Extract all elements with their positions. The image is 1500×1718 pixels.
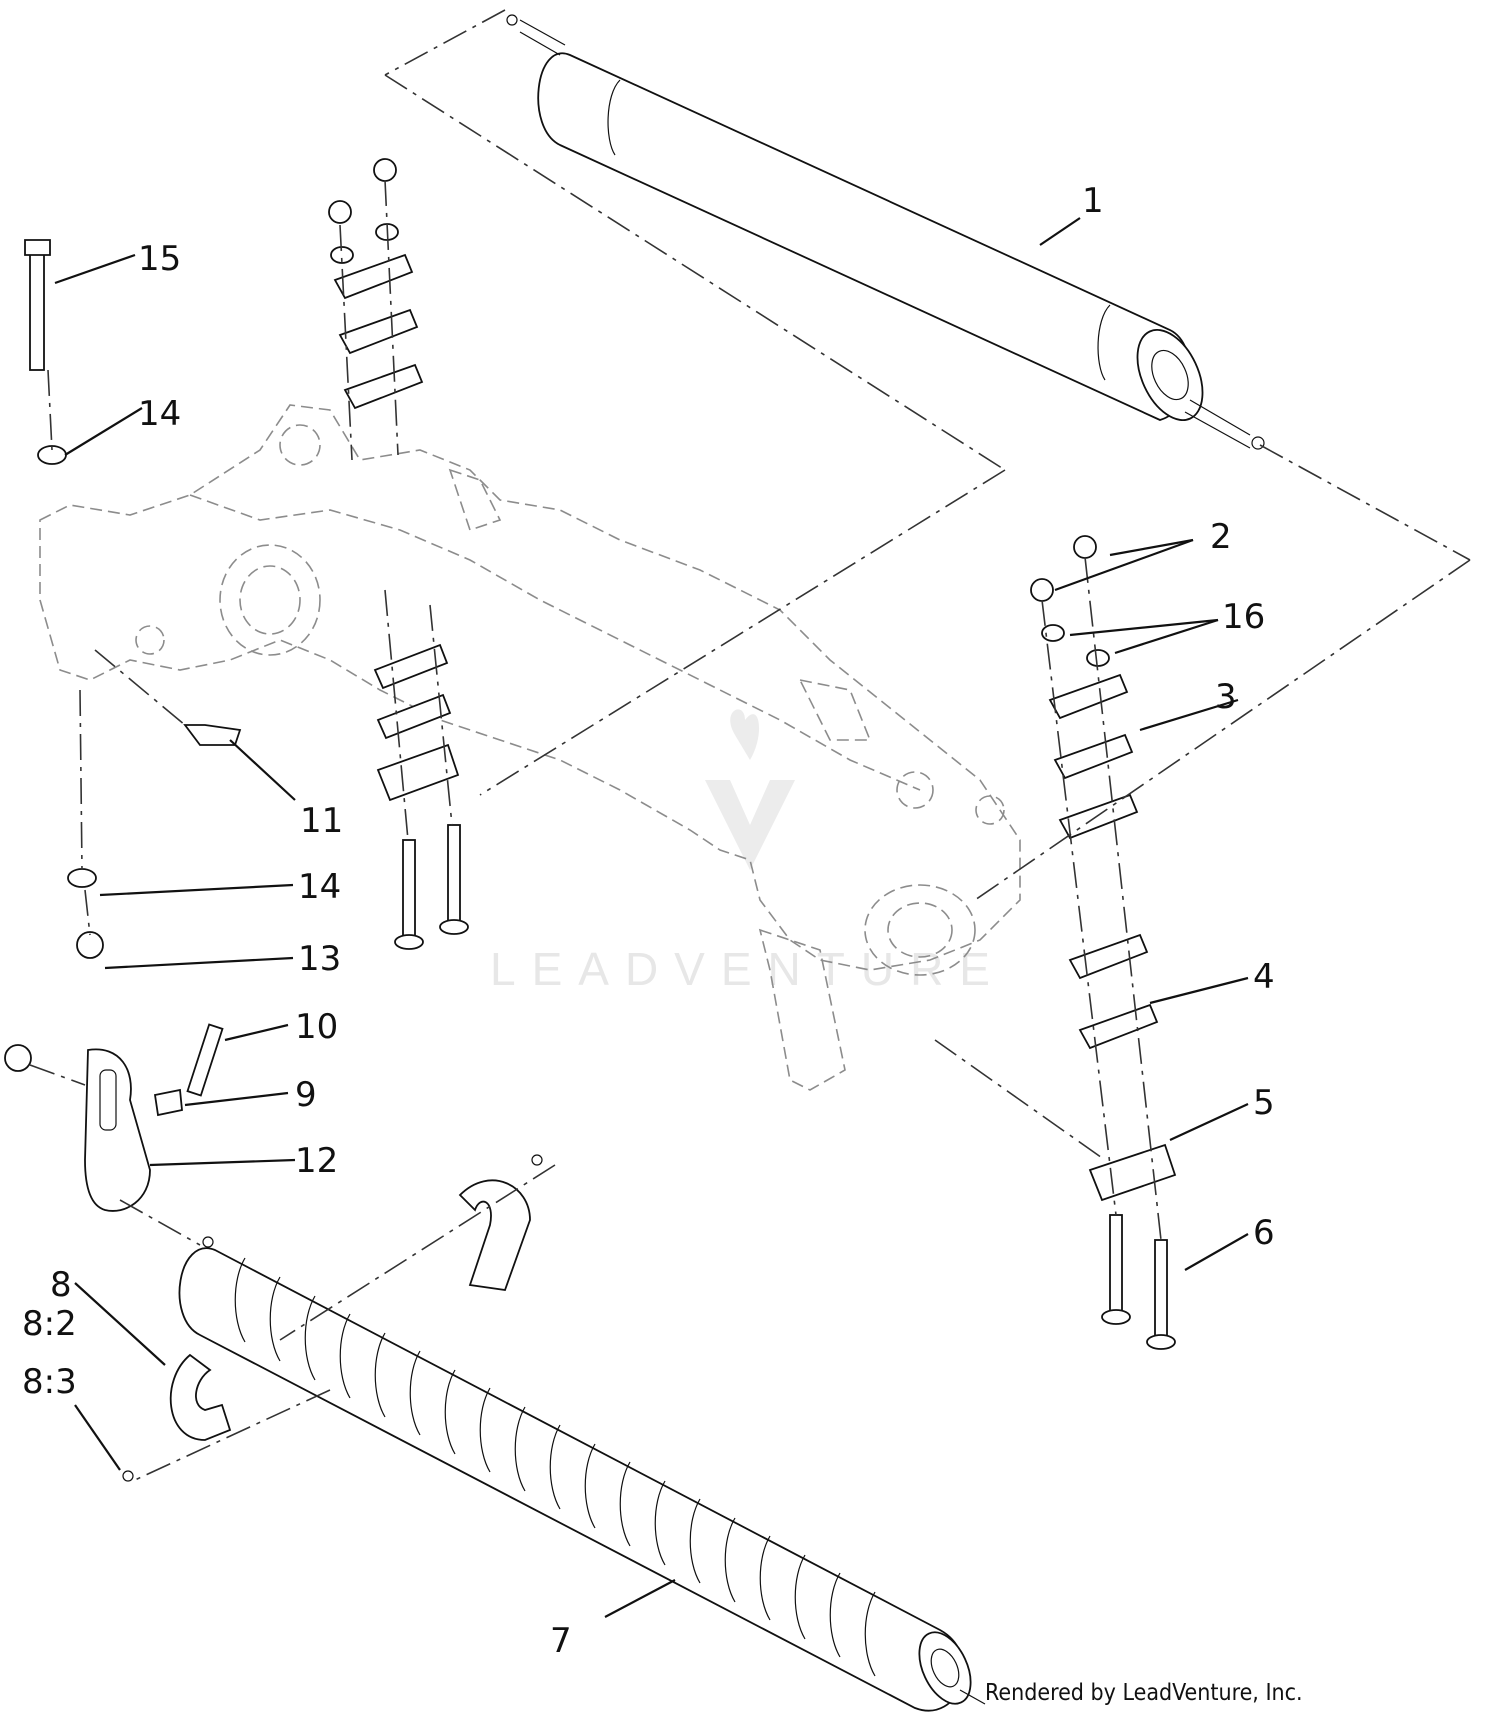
bearing-housing-upper: [458, 1154, 543, 1291]
callout-10: 10: [295, 1007, 338, 1047]
callout-14-upper: 14: [138, 394, 181, 434]
callout-2: 2: [1210, 517, 1232, 557]
callout-11: 11: [300, 801, 343, 841]
callout-13: 13: [298, 939, 341, 979]
rendered-by-footer: Rendered by LeadVenture, Inc.: [985, 1680, 1303, 1706]
callout-1: 1: [1082, 181, 1104, 221]
callout-8-3: 8:3: [22, 1362, 77, 1402]
hardware-center-top: [328, 158, 424, 461]
assembly-lines: [29, 9, 1471, 1481]
callout-8-2: 8:2: [22, 1304, 77, 1344]
callout-3: 3: [1215, 677, 1237, 717]
callout-12: 12: [295, 1141, 338, 1181]
rear-roller-part-7: [178, 1236, 986, 1712]
callout-7: 7: [550, 1621, 572, 1661]
hardware-left-side: [4, 239, 242, 1212]
callout-6: 6: [1253, 1213, 1275, 1253]
callout-labels: 1 2 16 3 4 5 6 7 8 8:2 8:3 9 10 11 12 13…: [22, 181, 1275, 1661]
callout-8: 8: [50, 1265, 72, 1305]
front-roller-part-1: [506, 14, 1265, 450]
frame-phantom: [39, 404, 1021, 1091]
leader-lines: [54, 217, 1249, 1618]
hardware-right-stack: [1030, 535, 1177, 1350]
bearing-housing-lower: [122, 1353, 232, 1482]
callout-5: 5: [1253, 1083, 1275, 1123]
leadventure-watermark: LEADVENTURE: [490, 709, 1006, 995]
callout-16: 16: [1222, 597, 1265, 637]
callout-15: 15: [138, 239, 181, 279]
hardware-center-bottom: [373, 589, 469, 950]
callout-9: 9: [295, 1075, 317, 1115]
watermark-text: LEADVENTURE: [490, 943, 1006, 995]
callout-4: 4: [1253, 957, 1275, 997]
callout-14-lower: 14: [298, 867, 341, 907]
